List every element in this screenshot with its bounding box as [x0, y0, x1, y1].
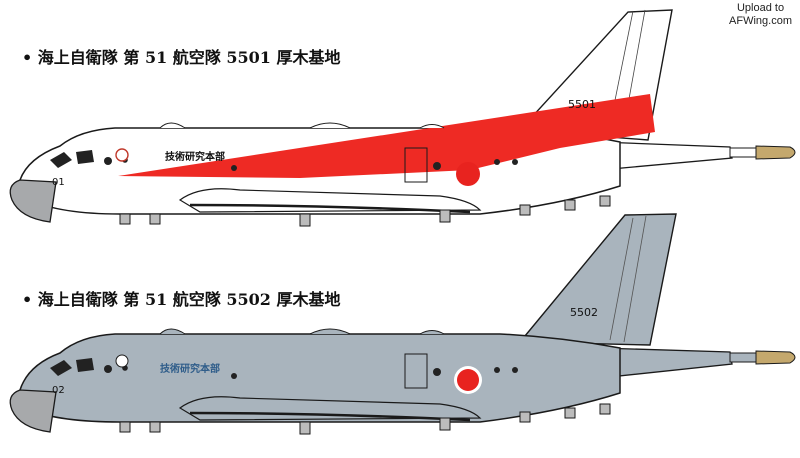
nose-number-5501: 01 [52, 177, 65, 188]
nose-number-5502: 02 [52, 385, 65, 396]
fuselage-text-5502: 技術研究本部 [160, 362, 220, 375]
aircraft-5501-illustration: 01 5501 技術研究本部 [9, 9, 796, 227]
watermark: Upload to AFWing.com [729, 2, 792, 28]
watermark-line2: AFWing.com [729, 15, 792, 27]
caption-5501: • 海上自衛隊 第 51 航空隊 5501 厚木基地 [22, 48, 341, 67]
tail-number-5501: 5501 [568, 98, 596, 111]
tail-number-5502: 5502 [570, 306, 598, 319]
fuselage-text-5501: 技術研究本部 [165, 150, 225, 163]
caption-5502: • 海上自衛隊 第 51 航空隊 5502 厚木基地 [22, 290, 341, 309]
watermark-line1: Upload to [736, 2, 785, 14]
